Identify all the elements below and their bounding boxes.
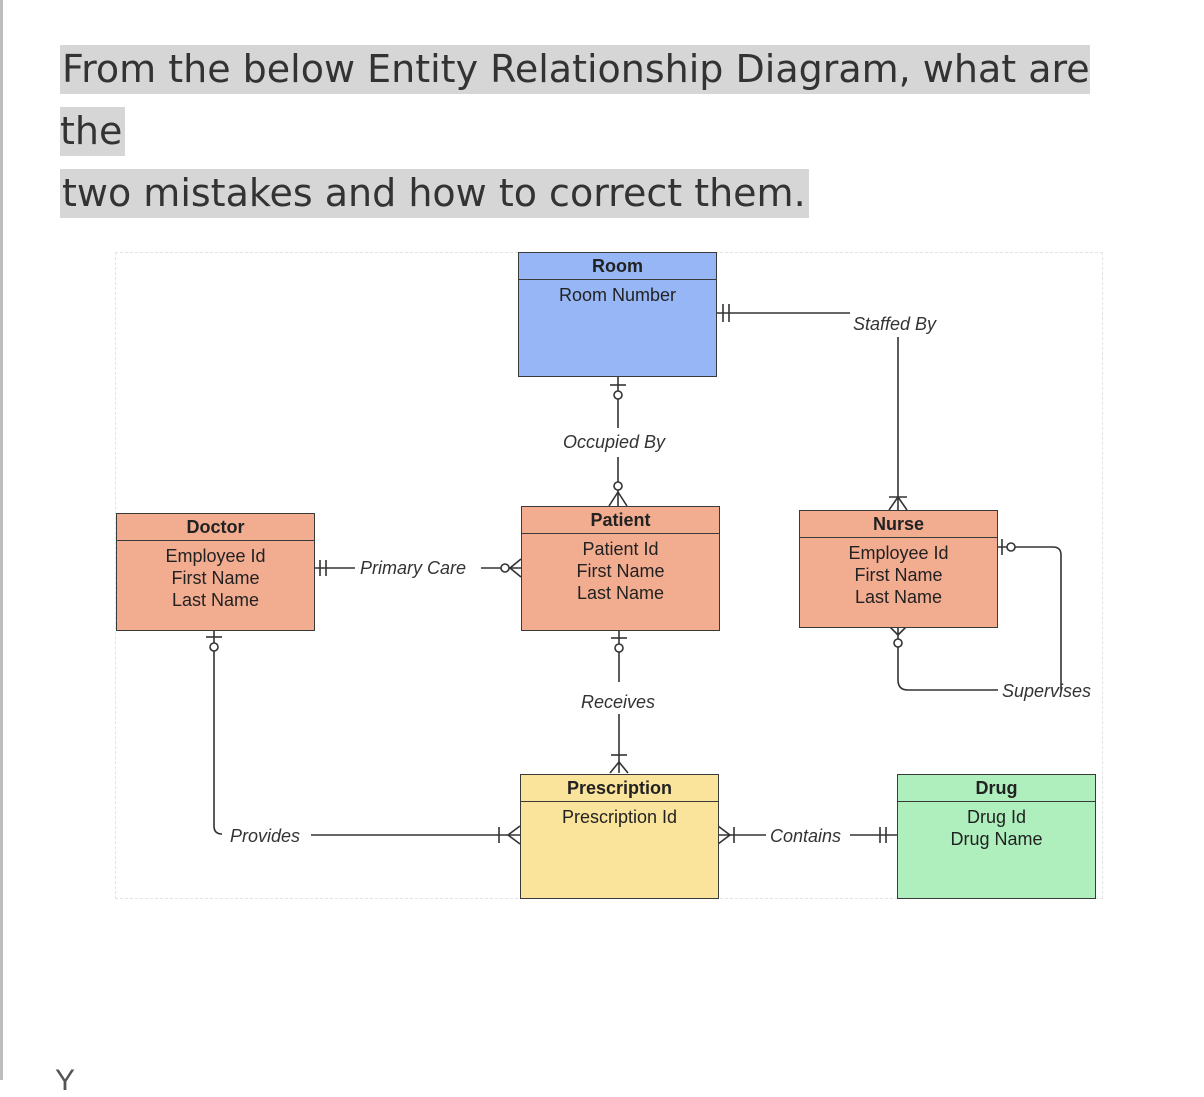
- attribute-first-name: First Name: [576, 561, 665, 581]
- relationship-contains: Contains: [717, 825, 897, 846]
- relationship-supervises: Supervises: [888, 539, 1091, 701]
- left-border: [0, 0, 3, 1080]
- attribute-last-name: Last Name: [171, 590, 260, 610]
- attribute-employee-id: Employee Id: [848, 543, 949, 563]
- cutoff-text: Y: [55, 1064, 76, 1097]
- question-line-2: two mistakes and how to correct them.: [60, 169, 809, 218]
- attribute-employee-id: Employee Id: [165, 546, 266, 566]
- relationship-receives: Receives: [581, 630, 655, 774]
- entity-room-attributes: Room Number: [519, 280, 716, 306]
- attribute-patient-id: Patient Id: [582, 539, 659, 559]
- label-primary-care: Primary Care: [360, 558, 466, 578]
- entity-patient-attributes: Patient Id First Name Last Name: [522, 534, 719, 604]
- attribute-last-name: Last Name: [576, 583, 665, 603]
- entity-nurse-attributes: Employee Id First Name Last Name: [800, 538, 997, 608]
- entity-drug: Drug Drug Id Drug Name: [897, 774, 1096, 899]
- attribute-drug-name: Drug Name: [950, 829, 1043, 849]
- attribute-first-name: First Name: [854, 565, 943, 585]
- relationship-provides: Provides: [206, 630, 521, 846]
- relationship-primary-care: Primary Care: [314, 558, 522, 578]
- entity-prescription: Prescription Prescription Id: [520, 774, 719, 899]
- entity-doctor-attributes: Employee Id First Name Last Name: [117, 541, 314, 611]
- attribute-prescription-id: Prescription Id: [561, 807, 678, 827]
- entity-patient: Patient Patient Id First Name Last Name: [521, 506, 720, 631]
- attribute-first-name: First Name: [171, 568, 260, 588]
- attribute-room-number: Room Number: [558, 285, 677, 305]
- entity-doctor: Doctor Employee Id First Name Last Name: [116, 513, 315, 631]
- entity-drug-title: Drug: [898, 775, 1095, 802]
- entity-room-title: Room: [519, 253, 716, 280]
- question-text: From the below Entity Relationship Diagr…: [60, 38, 1160, 224]
- label-supervises: Supervises: [1002, 681, 1091, 701]
- entity-room: Room Room Number: [518, 252, 717, 377]
- label-occupied-by: Occupied By: [563, 432, 666, 452]
- relationship-occupied-by: Occupied By: [563, 376, 666, 507]
- entity-prescription-title: Prescription: [521, 775, 718, 802]
- entity-patient-title: Patient: [522, 507, 719, 534]
- entity-nurse: Nurse Employee Id First Name Last Name: [799, 510, 998, 628]
- label-staffed-by: Staffed By: [853, 314, 937, 334]
- label-receives: Receives: [581, 692, 655, 712]
- attribute-last-name: Last Name: [854, 587, 943, 607]
- er-diagram: Staffed By Occupied By Primary Care: [115, 252, 1103, 899]
- relationship-lines: Staffed By Occupied By Primary Care: [206, 304, 1091, 846]
- label-provides: Provides: [230, 826, 300, 846]
- attribute-drug-id: Drug Id: [966, 807, 1027, 827]
- entity-doctor-title: Doctor: [117, 514, 314, 541]
- entity-prescription-attributes: Prescription Id: [521, 802, 718, 828]
- entity-drug-attributes: Drug Id Drug Name: [898, 802, 1095, 850]
- relationship-staffed-by: Staffed By: [716, 304, 937, 511]
- question-line-1: From the below Entity Relationship Diagr…: [60, 45, 1090, 156]
- label-contains: Contains: [770, 826, 841, 846]
- entity-nurse-title: Nurse: [800, 511, 997, 538]
